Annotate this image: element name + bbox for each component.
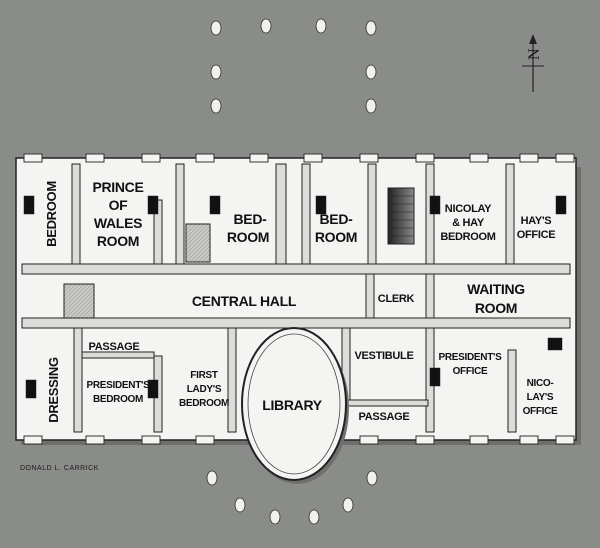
label-presidents-office-1: PRESIDENT'S [439,352,503,363]
label-waiting-room-1: WAITING [467,281,525,297]
label-hays-office-2: OFFICE [517,229,556,241]
label-nicolays-office-2: LAY'S [527,392,554,403]
label-dressing: DRESSING [46,357,61,423]
south-columns [206,470,378,525]
label-prince-of-wales-1: PRINCE [92,179,143,195]
label-bedroom-mid-2: ROOM [227,229,269,245]
compass-label: N [526,48,543,60]
label-prince-of-wales-2: OF [109,197,129,213]
label-bedroom-east-1: BED- [319,211,353,227]
label-prince-of-wales-3: WALES [94,215,142,231]
label-presidents-bedroom-1: PRESIDENT'S [87,380,151,391]
label-nicolay-hay-2: & HAY [452,217,485,229]
label-first-lady-3: BEDROOM [179,398,229,409]
label-nicolay-hay-1: NICOLAY [445,203,492,215]
label-prince-of-wales-4: ROOM [97,233,139,249]
label-presidents-bedroom-2: BEDROOM [93,394,143,405]
library-oval [241,327,349,484]
label-clerk: CLERK [378,293,415,305]
north-columns [210,18,377,114]
staircases [63,187,415,319]
label-library: LIBRARY [262,397,323,413]
label-nicolays-office-1: NICO- [527,378,554,389]
fireplaces [23,195,567,399]
room-labels: BEDROOM PRINCE OF WALES ROOM BED- ROOM B… [44,179,558,423]
artist-credit: DONALD L. CARRICK [20,465,99,472]
label-bedroom-mid-1: BED- [233,211,267,227]
north-arrow-icon: N [522,34,544,92]
label-nicolay-hay-3: BEDROOM [440,231,495,243]
label-bedroom-west: BEDROOM [44,181,59,247]
label-passage-west: PASSAGE [89,341,140,353]
label-central-hall: CENTRAL HALL [192,293,297,309]
label-hays-office-1: HAY'S [521,215,552,227]
label-waiting-room-2: ROOM [475,300,517,316]
label-first-lady-1: FIRST [190,370,218,381]
label-vestibule: VESTIBULE [354,350,413,362]
label-nicolays-office-3: OFFICE [523,406,558,417]
label-passage-east: PASSAGE [359,411,410,423]
label-first-lady-2: LADY'S [187,384,222,395]
label-presidents-office-2: OFFICE [453,366,488,377]
label-bedroom-east-2: ROOM [315,229,357,245]
